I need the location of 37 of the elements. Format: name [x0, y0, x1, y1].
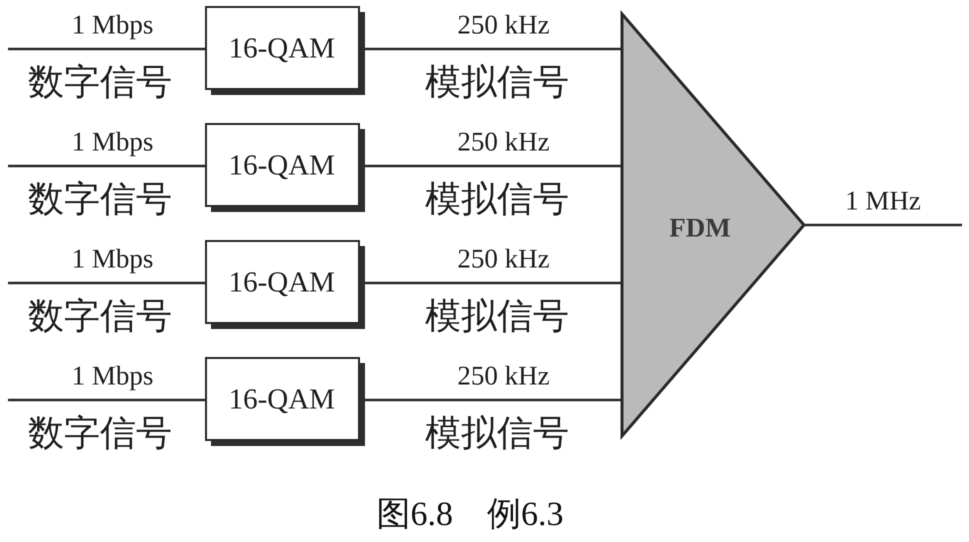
multiplexer-label: FDM [669, 214, 731, 242]
signal-type-label: 数字信号 [28, 181, 172, 217]
edge-label: 250 kHz [457, 246, 550, 272]
signal-line [365, 398, 622, 402]
multiplexer-triangle [620, 12, 806, 438]
modulator-box [205, 357, 365, 446]
modulator-box [205, 123, 365, 212]
edge-label: 250 kHz [457, 362, 550, 390]
signal-line [365, 282, 622, 284]
edge-label: 1 MHz [845, 188, 921, 214]
modulator-box [205, 240, 365, 329]
signal-type-label: 模拟信号 [425, 415, 569, 451]
edge-label: 1 Mbps [72, 246, 154, 272]
signal-line [8, 282, 205, 284]
edge-label: 1 Mbps [72, 12, 154, 38]
edge-label: 1 Mbps [72, 128, 154, 156]
signal-line [8, 164, 205, 168]
signal-line [365, 164, 622, 168]
signal-type-label: 数字信号 [28, 64, 172, 100]
modulator-label: 16-QAM [228, 268, 335, 298]
modulator-label: 16-QAM [228, 152, 335, 180]
signal-line [365, 48, 622, 50]
signal-type-label: 模拟信号 [425, 181, 569, 217]
edge-label: 250 kHz [457, 12, 550, 38]
signal-line [8, 398, 205, 402]
edge-label: 1 Mbps [72, 362, 154, 390]
modulator-box [205, 6, 365, 95]
modulator-label: 16-QAM [228, 34, 335, 64]
figure-caption: 图6.8 例6.3 [376, 498, 564, 532]
signal-line [804, 224, 962, 226]
modulator-label: 16-QAM [228, 386, 335, 414]
signal-type-label: 数字信号 [28, 415, 172, 451]
signal-type-label: 数字信号 [28, 298, 172, 334]
edge-label: 250 kHz [457, 128, 550, 156]
signal-type-label: 模拟信号 [425, 64, 569, 100]
signal-type-label: 模拟信号 [425, 298, 569, 334]
signal-line [8, 48, 205, 50]
